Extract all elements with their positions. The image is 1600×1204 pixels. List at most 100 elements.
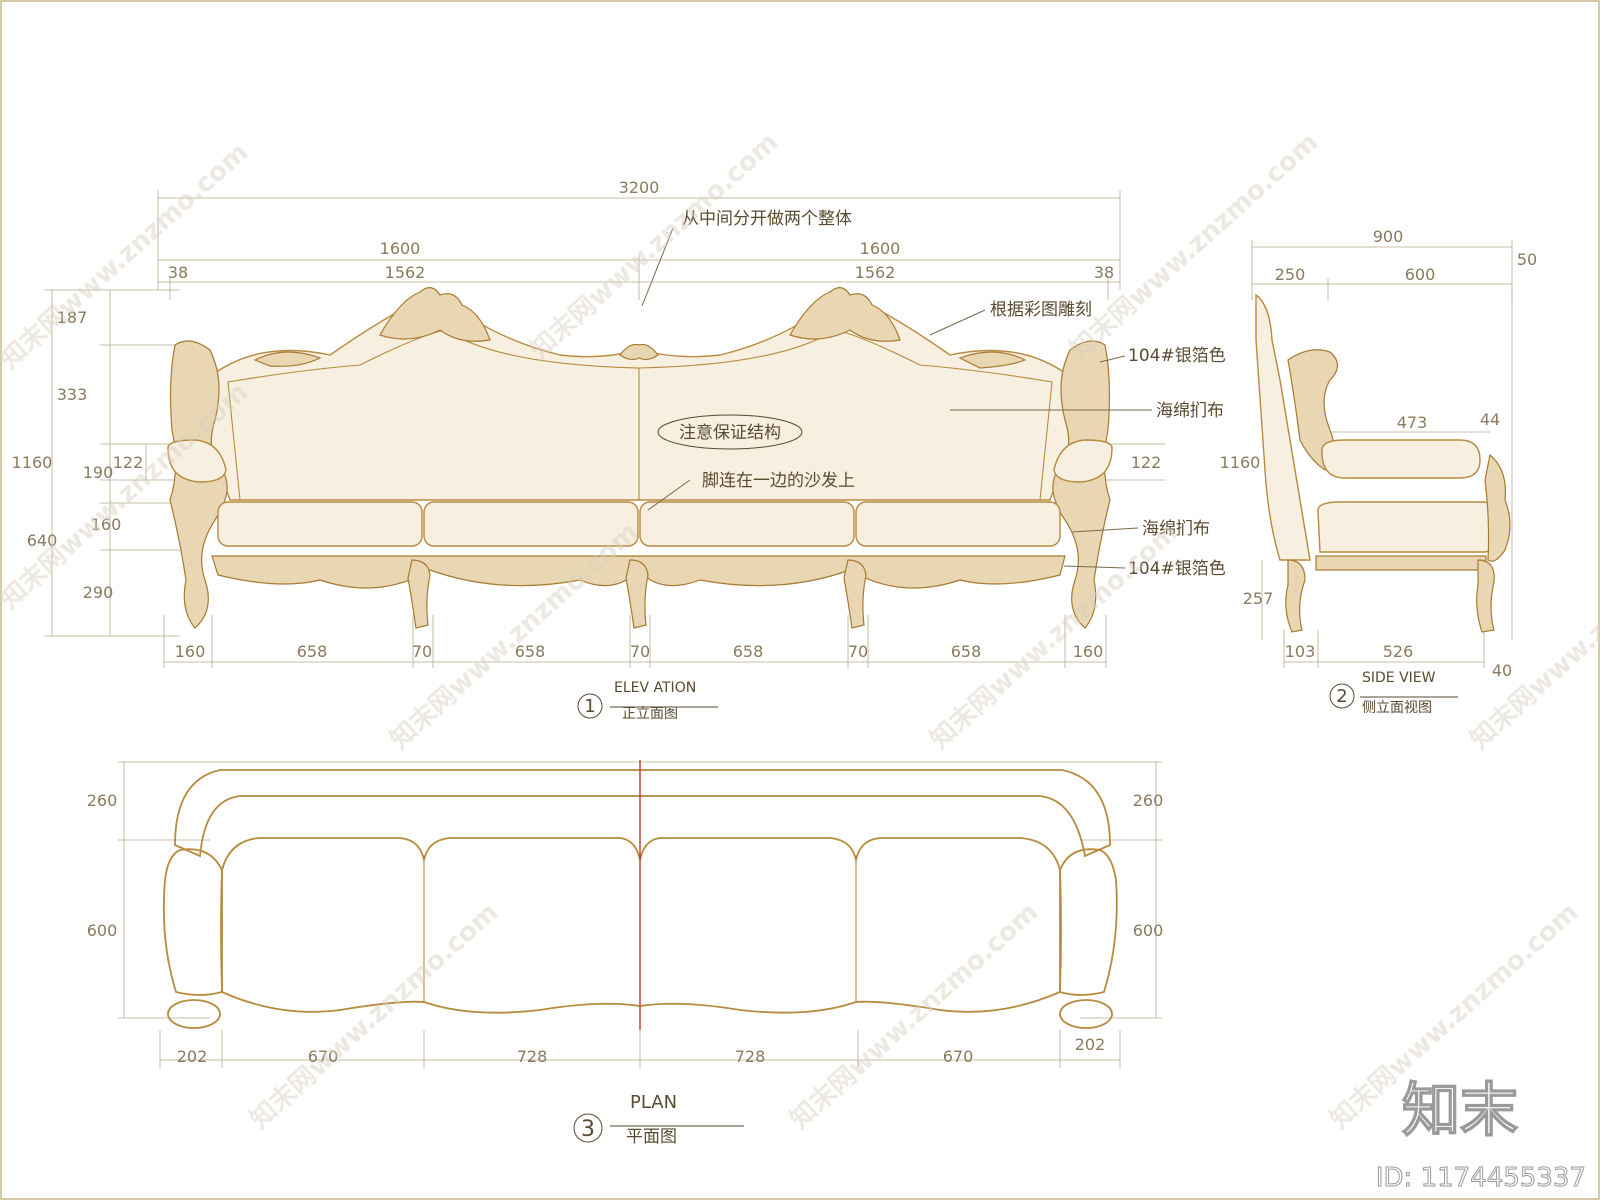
plan-dim-back-right: 260 (1133, 791, 1164, 810)
side-seat-cushion (1317, 501, 1503, 553)
elevation-annotations: 从中间分开做两个整体 根据彩图雕刻 104#银箔色 海绵扪布 注意保证结构 脚连… (641, 209, 1226, 579)
note-silver-bottom: 104#银箔色 (1128, 559, 1226, 579)
side-apron (1315, 555, 1487, 571)
sofa-elevation (167, 287, 1113, 629)
dim-bottom-6: 658 (733, 642, 764, 661)
leg-2 (625, 559, 649, 629)
side-dim-height: 1160 (1220, 453, 1261, 472)
plan-right-dimensions: 260 600 (650, 761, 1164, 1019)
right-crest-carving (789, 287, 901, 342)
plan-right-arm (1059, 848, 1118, 996)
side-back (1255, 293, 1311, 561)
dim-half-left: 1600 (380, 239, 421, 258)
dim-side-left: 38 (168, 263, 188, 282)
elevation-right-dimensions: 122 (1100, 443, 1165, 481)
plan-dim-5: 670 (943, 1047, 974, 1066)
right-scroll-carving (958, 351, 1027, 369)
plan-dim-seat-right: 600 (1133, 921, 1164, 940)
side-front-leg (1476, 559, 1495, 633)
plan-dim-back-left: 260 (87, 791, 118, 810)
seat-cushion-3 (639, 501, 855, 547)
side-front-carving (1484, 453, 1511, 562)
side-title-cn: 侧立面视图 (1362, 700, 1432, 716)
elevation-title-number: 1 (584, 696, 595, 717)
side-title-number: 2 (1336, 686, 1347, 707)
plan-seat (221, 837, 1061, 1014)
side-dim-rear-leg: 103 (1285, 642, 1316, 661)
watermark-5: 知末网www.znzmo.com (385, 517, 645, 755)
side-dim-leg: 257 (1243, 589, 1274, 608)
dim-half-right: 1600 (860, 239, 901, 258)
side-dim-leg-span: 526 (1383, 642, 1414, 661)
sofa-back-panel (227, 329, 1053, 501)
structure-note-ellipse (657, 414, 803, 450)
left-armrest (167, 439, 227, 483)
side-dim-back: 250 (1275, 265, 1306, 284)
watermark-6: 知末网www.znzmo.com (925, 517, 1185, 755)
dim-crest-height: 187 (57, 308, 88, 327)
note-split: 从中间分开做两个整体 (682, 209, 852, 229)
side-rear-leg (1285, 559, 1306, 633)
plan-dim-1: 202 (177, 1047, 208, 1066)
dim-arm-right: 122 (1131, 453, 1162, 472)
plan-dim-seat-left: 600 (87, 921, 118, 940)
seat-cushion-2 (423, 501, 639, 547)
dim-bottom-9: 160 (1073, 642, 1104, 661)
note-foam-seat: 海绵扪布 (1142, 519, 1210, 539)
elevation-title-en: ELEV ATION (614, 680, 696, 696)
watermark-2: 知末网www.znzmo.com (525, 127, 785, 365)
watermark-8: 知末网www.znzmo.com (245, 897, 505, 1135)
sofa-side-profile (1255, 293, 1511, 633)
plan-left-arm (162, 848, 223, 996)
left-crest-carving (379, 287, 491, 342)
sofa-plan (162, 760, 1118, 1030)
dim-bottom-8: 658 (951, 642, 982, 661)
elevation-top-dimensions: 3200 1600 1600 38 1562 1562 38 (157, 178, 1121, 300)
dim-bottom-7: 70 (848, 642, 868, 661)
plan-left-foot (167, 999, 221, 1029)
dim-leg-height: 290 (83, 583, 114, 602)
elevation-title-cn: 正立面图 (622, 706, 678, 722)
note-foam-back: 海绵扪布 (1156, 401, 1224, 421)
dim-overall-width: 3200 (619, 178, 660, 197)
plan-dim-2: 670 (308, 1047, 339, 1066)
elevation-title: 1 ELEV ATION 正立面图 (577, 680, 718, 722)
side-view: 900 250 600 50 473 44 1160 257 103 526 4… (1220, 227, 1538, 716)
dim-arm-left: 122 (113, 453, 144, 472)
dim-arm-height: 190 (83, 463, 114, 482)
asset-id: ID: 1174455337 (1376, 1163, 1586, 1193)
center-crest-carving (619, 343, 659, 361)
dim-seat-height: 640 (27, 531, 58, 550)
dim-total-height: 1160 (12, 453, 53, 472)
side-dim-depth: 900 (1373, 227, 1404, 246)
elevation-left-dimensions: 187 333 1160 122 190 160 640 290 (12, 289, 180, 637)
plan-dim-6: 202 (1075, 1035, 1106, 1054)
side-dim-front-leg: 40 (1492, 661, 1512, 680)
note-legs: 脚连在一边的沙发上 (702, 471, 855, 491)
leg-3 (843, 559, 867, 629)
watermark-1: 知末网www.znzmo.com (0, 137, 254, 375)
watermark-9: 知末网www.znzmo.com (785, 897, 1045, 1135)
watermark-7: 知末网www.znzmo.com (1465, 517, 1600, 755)
plan-right-foot (1059, 999, 1113, 1029)
side-title-en: SIDE VIEW (1362, 670, 1436, 686)
dim-back-height: 333 (57, 385, 88, 404)
watermark-3: 知末网www.znzmo.com (1065, 127, 1325, 365)
note-carve: 根据彩图雕刻 (990, 300, 1092, 320)
dim-bottom-4: 658 (515, 642, 546, 661)
dim-bottom-5: 70 (630, 642, 650, 661)
dim-inner-right: 1562 (855, 263, 896, 282)
side-view-title: 2 SIDE VIEW 侧立面视图 (1329, 670, 1458, 716)
side-bottom-dimensions: 103 526 40 (1283, 630, 1512, 680)
plan-title-number: 3 (581, 1117, 595, 1142)
brand-logo: 知末 ID: 1174455337 (1375, 1075, 1586, 1193)
side-armrest (1321, 439, 1481, 479)
side-top-dimensions: 900 250 600 50 (1251, 227, 1537, 300)
dim-seat-cushion: 160 (91, 515, 122, 534)
elevation-view: 3200 1600 1600 38 1562 1562 38 187 333 1… (12, 178, 1226, 722)
side-mid-dimensions: 473 44 1160 (1220, 290, 1513, 640)
plan-bottom-dimensions: 202 670 728 728 670 202 (159, 1030, 1121, 1068)
dim-bottom-2: 658 (297, 642, 328, 661)
